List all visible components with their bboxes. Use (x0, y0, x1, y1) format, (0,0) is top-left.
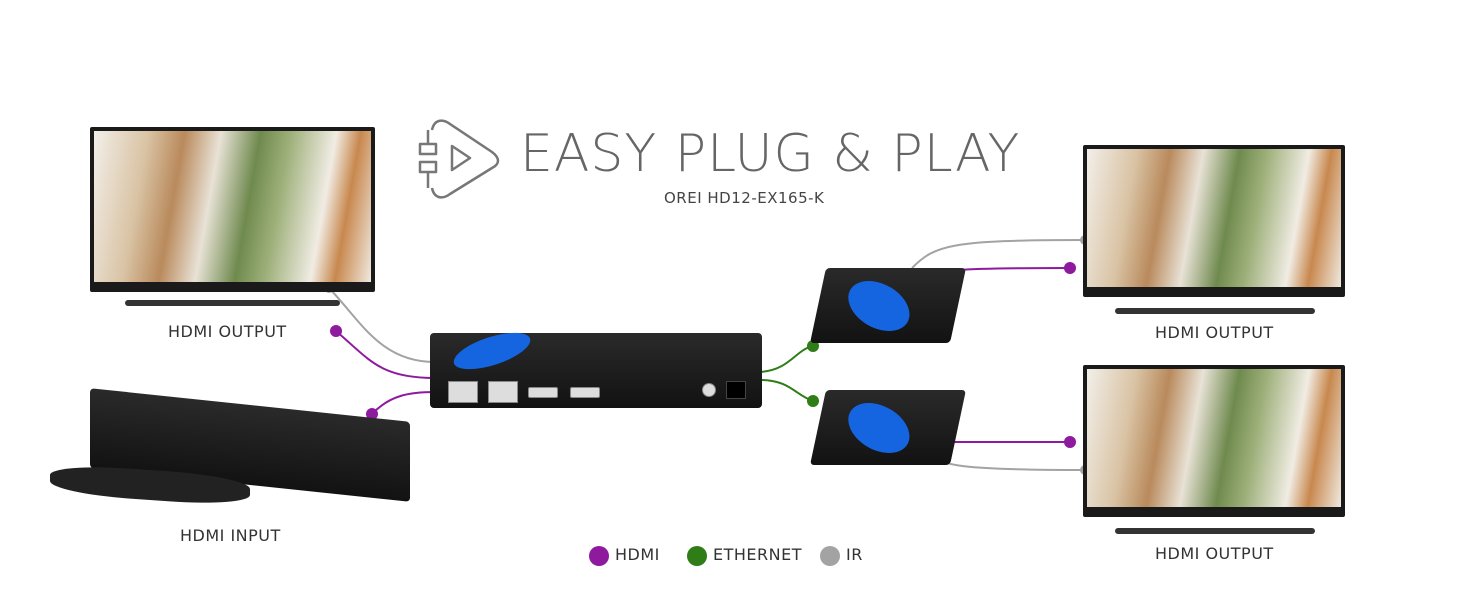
ethernet-color-dot (687, 545, 707, 566)
tv-stand (125, 300, 340, 306)
tv-screen (94, 131, 371, 282)
ir-wire-right-top (911, 239, 1086, 269)
ethernet-dot (807, 395, 819, 407)
label-left-tv: HDMI OUTPUT (168, 322, 287, 341)
hdmi-dot (330, 325, 342, 337)
ethernet-dot (807, 340, 819, 352)
ir-color-dot (820, 545, 840, 566)
tv-right-bottom (1083, 365, 1345, 517)
hdbaset-receiver-top (810, 268, 966, 343)
tv-screen (1087, 149, 1341, 287)
power-switch (726, 381, 746, 399)
tv-left (90, 127, 375, 292)
hdmi-port (570, 387, 600, 398)
tv-right-top (1083, 145, 1345, 297)
hdmi-wire-input (371, 391, 436, 415)
legend-hdmi: HDMI (589, 545, 660, 566)
ethernet-wire-bottom (759, 379, 814, 402)
ethernet-port (448, 381, 478, 403)
tv-stand (1115, 528, 1315, 534)
legend-ethernet: ETHERNET (687, 545, 802, 566)
label-right-tv-top: HDMI OUTPUT (1155, 323, 1274, 342)
ir-wire-right-bottom (929, 454, 1086, 471)
page-title: EASY PLUG & PLAY (520, 124, 1021, 184)
hdmi-color-dot (589, 545, 609, 566)
hdmi-port (528, 387, 558, 398)
hdmi-splitter-transmitter (430, 325, 762, 408)
hdmi-dot (1064, 262, 1076, 274)
ir-wire-left (328, 287, 436, 363)
ethernet-wire-top (759, 345, 814, 373)
label-player: HDMI INPUT (180, 526, 281, 545)
legend-label: IR (846, 545, 863, 564)
hdbaset-receiver-bottom (810, 390, 966, 465)
hdmi-dot (1064, 436, 1076, 448)
product-model: OREI HD12-EX165-K (664, 189, 825, 207)
legend-label: ETHERNET (713, 545, 802, 564)
hdmi-wire-left-output (335, 330, 436, 379)
plug-play-icon (418, 119, 500, 199)
tv-screen (1087, 369, 1341, 507)
ethernet-port (488, 381, 518, 403)
tv-stand (1115, 308, 1315, 314)
legend-ir: IR (820, 545, 863, 566)
power-port (702, 383, 716, 397)
label-right-tv-bottom: HDMI OUTPUT (1155, 544, 1274, 563)
legend-label: HDMI (615, 545, 660, 564)
